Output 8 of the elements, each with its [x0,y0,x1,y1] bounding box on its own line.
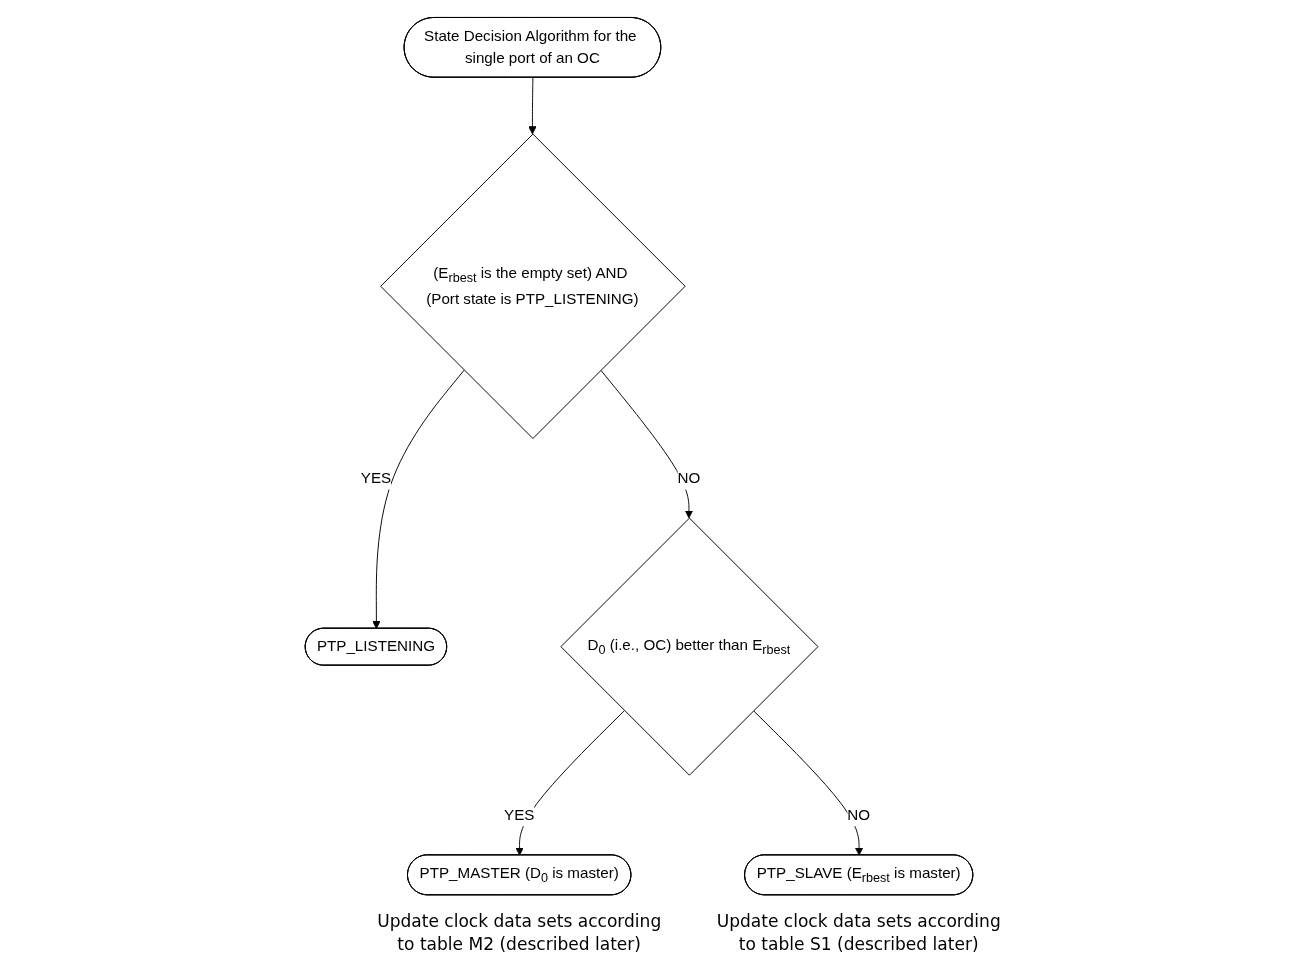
edge-label: YES [504,805,535,823]
edge-label: NO [847,805,871,823]
edge-label: YES [360,469,392,486]
edge-label: NO [677,469,701,486]
node-caption: Update clock data sets according to table S1 (described later) [716,910,1001,954]
node-diamond: (E$_{rbest}$ is the empty set) AND (Port state is PTP_LISTENING) [380,133,686,439]
node-caption: Update clock data sets according to table M2 (described later) [377,910,662,954]
node-diamond: D$_{0}$ (i.e., OC) better than E$_{rbest}$ [560,517,819,776]
